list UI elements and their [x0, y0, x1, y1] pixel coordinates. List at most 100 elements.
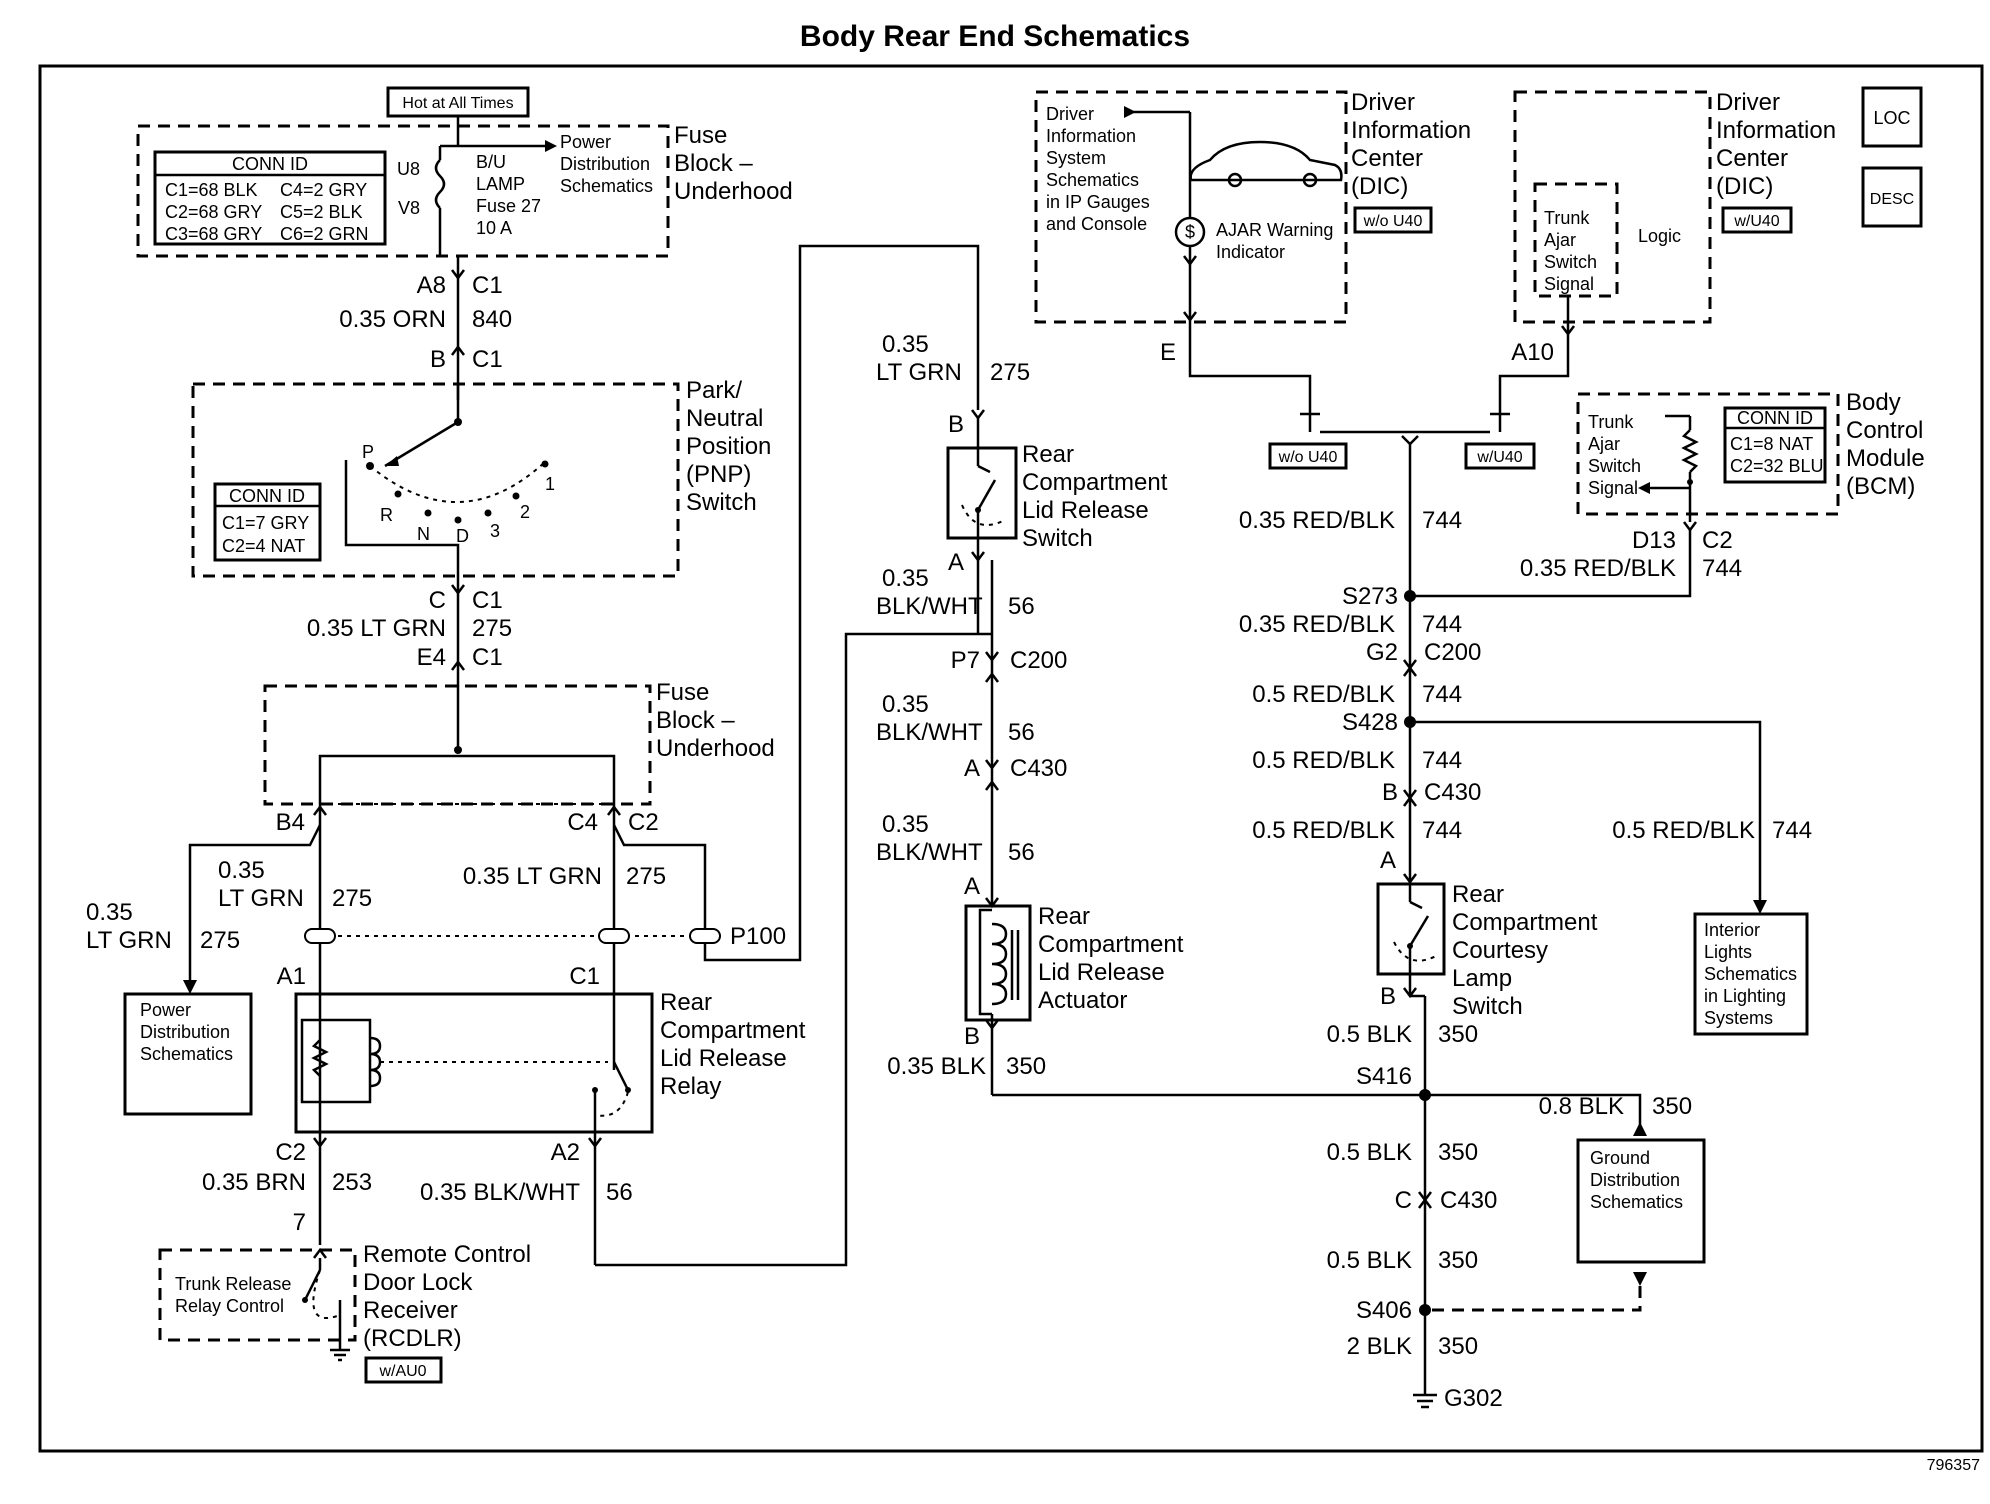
- w-au0-badge: [364, 1356, 443, 1384]
- diagram-label: A: [948, 549, 964, 576]
- diagram-label: Schematics: [1590, 1192, 1683, 1212]
- diagram-label: G2: [1366, 639, 1398, 666]
- pnp-switch-box: [191, 382, 680, 578]
- diagram-label: Signal: [1544, 274, 1594, 294]
- diagram-label: AJAR Warning: [1216, 220, 1333, 240]
- diagram-label: Trunk: [1588, 412, 1634, 432]
- diagram-label: Information: [1046, 126, 1136, 146]
- diagram-label: Lid Release: [660, 1045, 787, 1072]
- diagram-label: Underhood: [674, 178, 793, 205]
- diagram-label: Distribution: [140, 1022, 230, 1042]
- diagram-label: 275: [472, 615, 512, 642]
- power-distribution-box: [123, 992, 253, 1116]
- courtesy-lamp-switch-label: Rear Compartment Courtesy Lamp Switch: [1452, 881, 1598, 1020]
- diagram-label: P: [362, 442, 374, 462]
- diagram-label: Position: [686, 433, 771, 460]
- diagram-label: 56: [606, 1179, 633, 1206]
- relay-label: Rear Compartment Lid Release Relay: [660, 989, 806, 1100]
- diagram-label: Distribution: [560, 154, 650, 174]
- diagram-label: 0.35 ORN: [339, 306, 446, 333]
- diagram-label: Actuator: [1038, 987, 1127, 1014]
- diagram-label: 275: [332, 885, 372, 912]
- diagram-label: 1: [545, 474, 555, 494]
- diagram-label: 0.8 BLK: [1539, 1093, 1624, 1120]
- diagram-label: Switch: [1022, 525, 1093, 552]
- diagram-label: C430: [1424, 779, 1481, 806]
- diagram-label: Lid Release: [1038, 959, 1165, 986]
- diagram-label: R: [380, 505, 393, 525]
- diagram-label: 0.35 LT GRN: [307, 615, 446, 642]
- diagram-label: C1: [472, 644, 503, 671]
- rcdlr-box: [158, 1248, 357, 1342]
- diagram-label: Driver: [1716, 89, 1780, 116]
- diagram-label: (DIC): [1716, 173, 1773, 200]
- lid-release-switch-label: Rear Compartment Lid Release Switch: [1022, 441, 1168, 552]
- diagram-label: 0.35 BLK: [887, 1053, 986, 1080]
- wo-u40-badge: [1268, 442, 1348, 470]
- fuse-block-underhood-mid: [263, 684, 652, 806]
- diagram-label: A10: [1511, 339, 1554, 366]
- diagram-label: C2: [275, 1139, 306, 1166]
- diagram-label: LAMP: [476, 174, 525, 194]
- diagram-frame: [38, 64, 1984, 1453]
- diagram-label: Interior: [1704, 920, 1760, 940]
- diagram-label: 275: [626, 863, 666, 890]
- diagram-title: Body Rear End Schematics: [800, 20, 1190, 53]
- diagram-label: Ajar: [1588, 434, 1620, 454]
- diagram-label: Compartment: [1022, 469, 1168, 496]
- diagram-label: in IP Gauges: [1046, 192, 1150, 212]
- diagram-label: (PNP): [686, 461, 751, 488]
- diagram-label: 7: [293, 1209, 306, 1236]
- diagram-label: S416: [1356, 1063, 1412, 1090]
- diagram-label: C2: [628, 809, 659, 836]
- diagram-label: Courtesy: [1452, 937, 1548, 964]
- diagram-label: 0.35 BLK/WHT: [420, 1179, 580, 1206]
- diagram-label: C1: [472, 272, 503, 299]
- diagram-label: C200: [1010, 647, 1067, 674]
- diagram-label: w/U40: [1733, 213, 1779, 230]
- lid-release-actuator-label: Rear Compartment Lid Release Actuator: [1038, 903, 1184, 1014]
- diagram-label: LT GRN: [86, 927, 172, 954]
- diagram-label: C1: [472, 346, 503, 373]
- diagram-label: 0.35 RED/BLK: [1239, 611, 1395, 638]
- diagram-label: C1: [472, 587, 503, 614]
- diagram-label: Schematics: [560, 176, 653, 196]
- diagram-label: Center: [1716, 145, 1788, 172]
- diagram-label: LT GRN: [876, 359, 962, 386]
- diagram-label: 2 BLK: [1347, 1333, 1412, 1360]
- fuse-block-underhood-top: [136, 124, 670, 258]
- wo-u40-badge-top: [1353, 206, 1433, 234]
- diagram-label: 744: [1422, 507, 1462, 534]
- desc-badge: [1861, 166, 1923, 228]
- bcm-label: Body Control Module (BCM): [1846, 389, 1925, 500]
- diagram-label: 56: [1008, 839, 1035, 866]
- diagram-label: Block –: [656, 707, 735, 734]
- pnp-conn-id-table: [213, 482, 322, 562]
- lid-release-switch-box: [946, 446, 1018, 540]
- w-u40-badge: [1464, 442, 1536, 470]
- bcm-box: [1576, 392, 1840, 516]
- diagram-label: C2=32 BLU: [1730, 456, 1824, 476]
- diagram-label: Trunk Release: [175, 1274, 291, 1294]
- diagram-label: 0.35 RED/BLK: [1239, 507, 1395, 534]
- diagram-label: Fuse: [656, 679, 709, 706]
- diagram-label: Door Lock: [363, 1269, 473, 1296]
- diagram-label: 744: [1422, 681, 1462, 708]
- diagram-label: 350: [1006, 1053, 1046, 1080]
- diagram-label: C2: [1702, 527, 1733, 554]
- diagram-label: Lights: [1704, 942, 1752, 962]
- diagram-label: B: [430, 346, 446, 373]
- diagram-label: 350: [1438, 1021, 1478, 1048]
- diagram-label: C4=2 GRY: [280, 180, 367, 200]
- diagram-label: Distribution: [1590, 1170, 1680, 1190]
- diagram-label: A2: [551, 1139, 580, 1166]
- diagram-label: 10 A: [476, 218, 512, 238]
- conn-id-title: CONN ID: [232, 154, 308, 174]
- diagram-label: S406: [1356, 1297, 1412, 1324]
- diagram-label: 2: [520, 502, 530, 522]
- diagram-label: Relay Control: [175, 1296, 284, 1316]
- diagram-label: 0.5 BLK: [1327, 1139, 1412, 1166]
- diagram-label: C6=2 GRN: [280, 224, 369, 244]
- diagram-label: 744: [1772, 817, 1812, 844]
- ground-g302: G302: [1444, 1385, 1503, 1412]
